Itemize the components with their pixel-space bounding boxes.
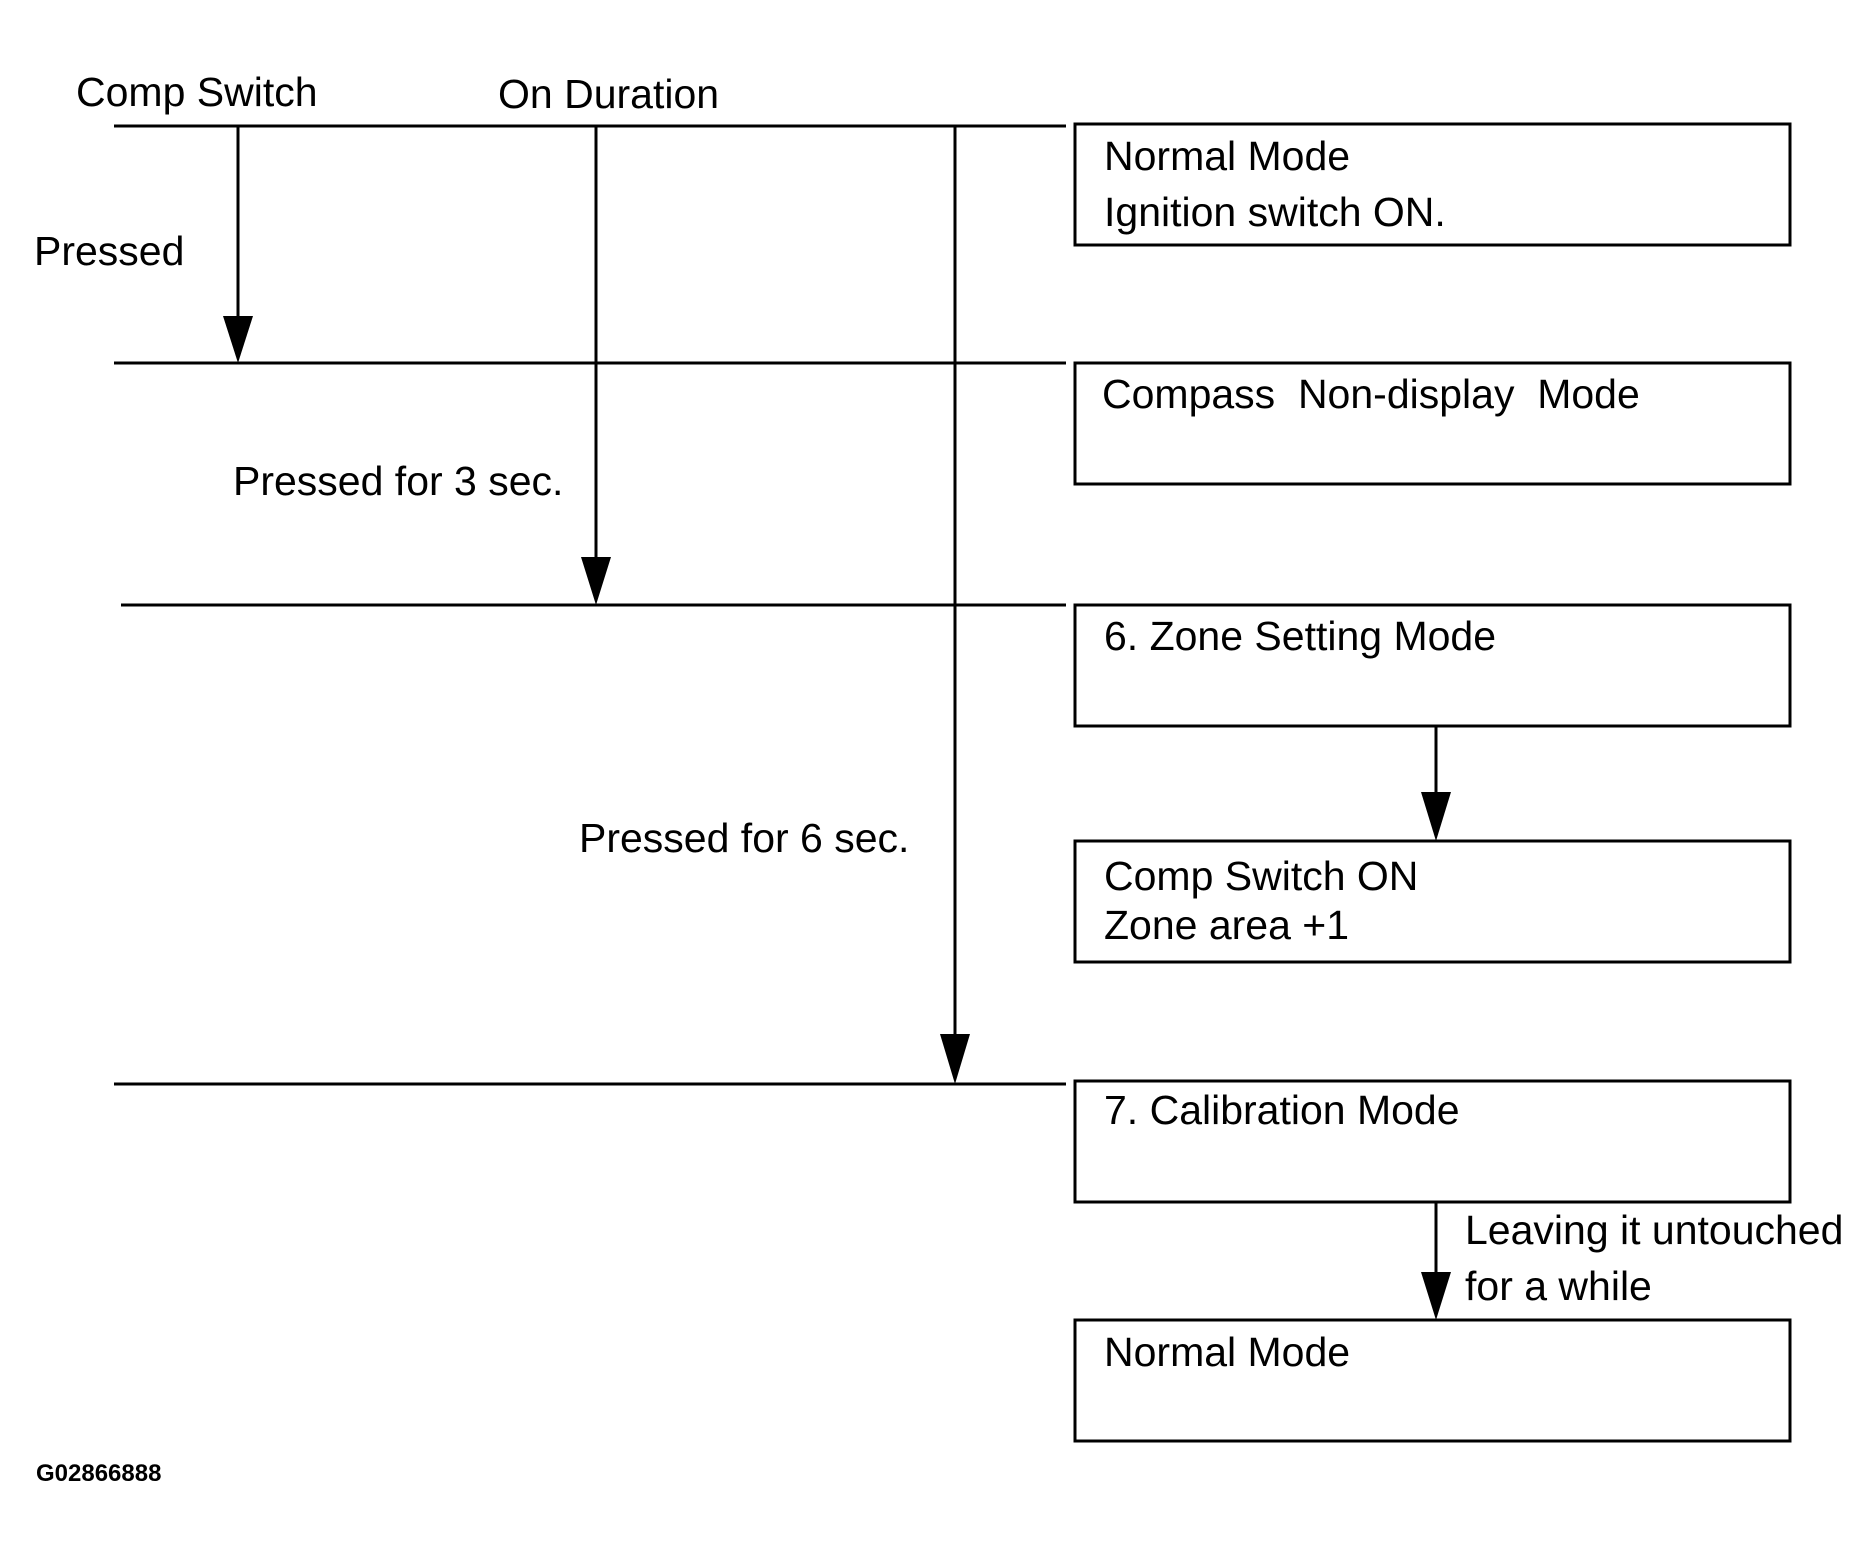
leaving-untouched-label-line2: for a while [1465, 1263, 1652, 1309]
mode-box-comp-switch-on-subtitle: Zone area +1 [1104, 902, 1349, 948]
mode-box-normal-subtitle: Ignition switch ON. [1104, 189, 1446, 235]
mode-box-normal: Normal Mode Ignition switch ON. [1073, 122, 1792, 247]
mode-box-zone-setting: 6. Zone Setting Mode [1073, 603, 1792, 728]
mode-box-normal-title: Normal Mode [1104, 133, 1350, 179]
mode-box-compass-non-display: Compass Non-display Mode [1073, 361, 1792, 486]
mode-box-calibration: 7. Calibration Mode [1073, 1079, 1792, 1204]
mode-box-comp-switch-on-title: Comp Switch ON [1104, 853, 1418, 899]
arrow-calibration-to-normal [1421, 1202, 1451, 1320]
pressed-6-sec-label: Pressed for 6 sec. [579, 815, 909, 861]
comp-switch-header: Comp Switch [76, 69, 318, 115]
on-duration-header: On Duration [498, 71, 719, 117]
mode-box-compass-non-display-title: Compass Non-display Mode [1102, 371, 1640, 417]
mode-box-comp-switch-on: Comp Switch ON Zone area +1 [1073, 839, 1792, 964]
mode-box-zone-setting-title: 6. Zone Setting Mode [1104, 613, 1496, 659]
arrow-pressed-3-sec [581, 126, 611, 605]
pressed-label: Pressed [34, 228, 184, 274]
arrow-pressed-6-sec [940, 126, 970, 1084]
arrow-pressed [223, 126, 253, 363]
mode-box-normal-return-title: Normal Mode [1104, 1329, 1350, 1375]
leaving-untouched-label-line1: Leaving it untouched [1465, 1207, 1843, 1253]
figure-code: G02866888 [36, 1460, 161, 1487]
pressed-3-sec-label: Pressed for 3 sec. [233, 458, 563, 504]
arrow-zone-to-comp-switch [1421, 726, 1451, 841]
mode-box-calibration-title: 7. Calibration Mode [1104, 1087, 1460, 1133]
mode-box-normal-return: Normal Mode [1073, 1318, 1792, 1443]
